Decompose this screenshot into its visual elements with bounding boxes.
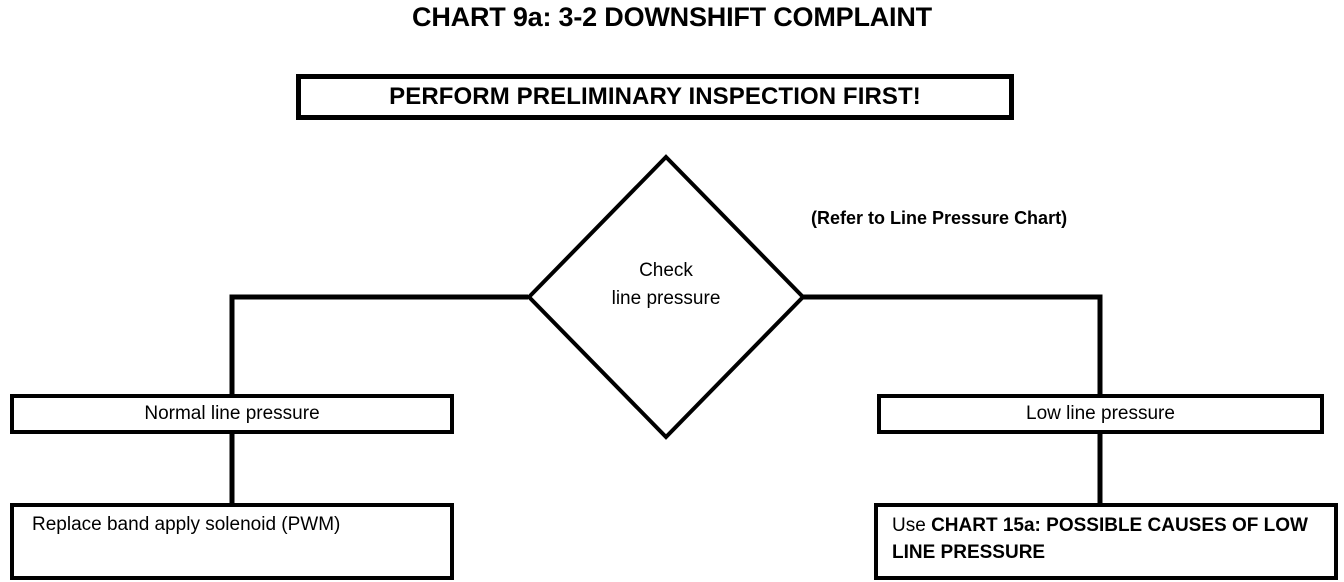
connector-left-branch: [229, 294, 528, 396]
refer-to-line-pressure-chart-note: (Refer to Line Pressure Chart): [811, 208, 1068, 228]
node-normal-line-pressure-label: Normal line pressure: [144, 402, 320, 424]
preliminary-inspection-banner: PERFORM PRELIMINARY INSPECTION FIRST!: [296, 74, 1014, 120]
node-low-line-pressure-label: Low line pressure: [1026, 402, 1175, 424]
node-replace-band-apply-solenoid-label: Replace band apply solenoid (PWM): [32, 514, 341, 535]
decision-node-label: Check line pressure: [611, 260, 721, 309]
node-use-chart-15a-emphasis: CHART 15a: POSSIBLE CAUSES OF LOW LINE P…: [892, 515, 1308, 563]
decision-node-check-line-pressure: Check line pressure: [525, 153, 807, 441]
preliminary-inspection-banner-label: PERFORM PRELIMINARY INSPECTION FIRST!: [389, 82, 921, 110]
node-normal-line-pressure: Normal line pressure: [10, 394, 454, 434]
node-use-chart-15a: Use CHART 15a: POSSIBLE CAUSES OF LOW LI…: [874, 503, 1338, 580]
diamond-outline: [526, 154, 806, 440]
connector-right-branch: [803, 294, 1103, 396]
diamond-shape: [526, 154, 806, 440]
node-use-chart-15a-label: Use CHART 15a: POSSIBLE CAUSES OF LOW LI…: [892, 513, 1326, 567]
node-low-line-pressure: Low line pressure: [877, 394, 1324, 434]
chart-title: CHART 9a: 3-2 DOWNSHIFT COMPLAINT: [412, 2, 932, 32]
node-use-chart-15a-prefix: Use: [892, 515, 932, 536]
node-replace-band-apply-solenoid: Replace band apply solenoid (PWM): [10, 503, 454, 580]
